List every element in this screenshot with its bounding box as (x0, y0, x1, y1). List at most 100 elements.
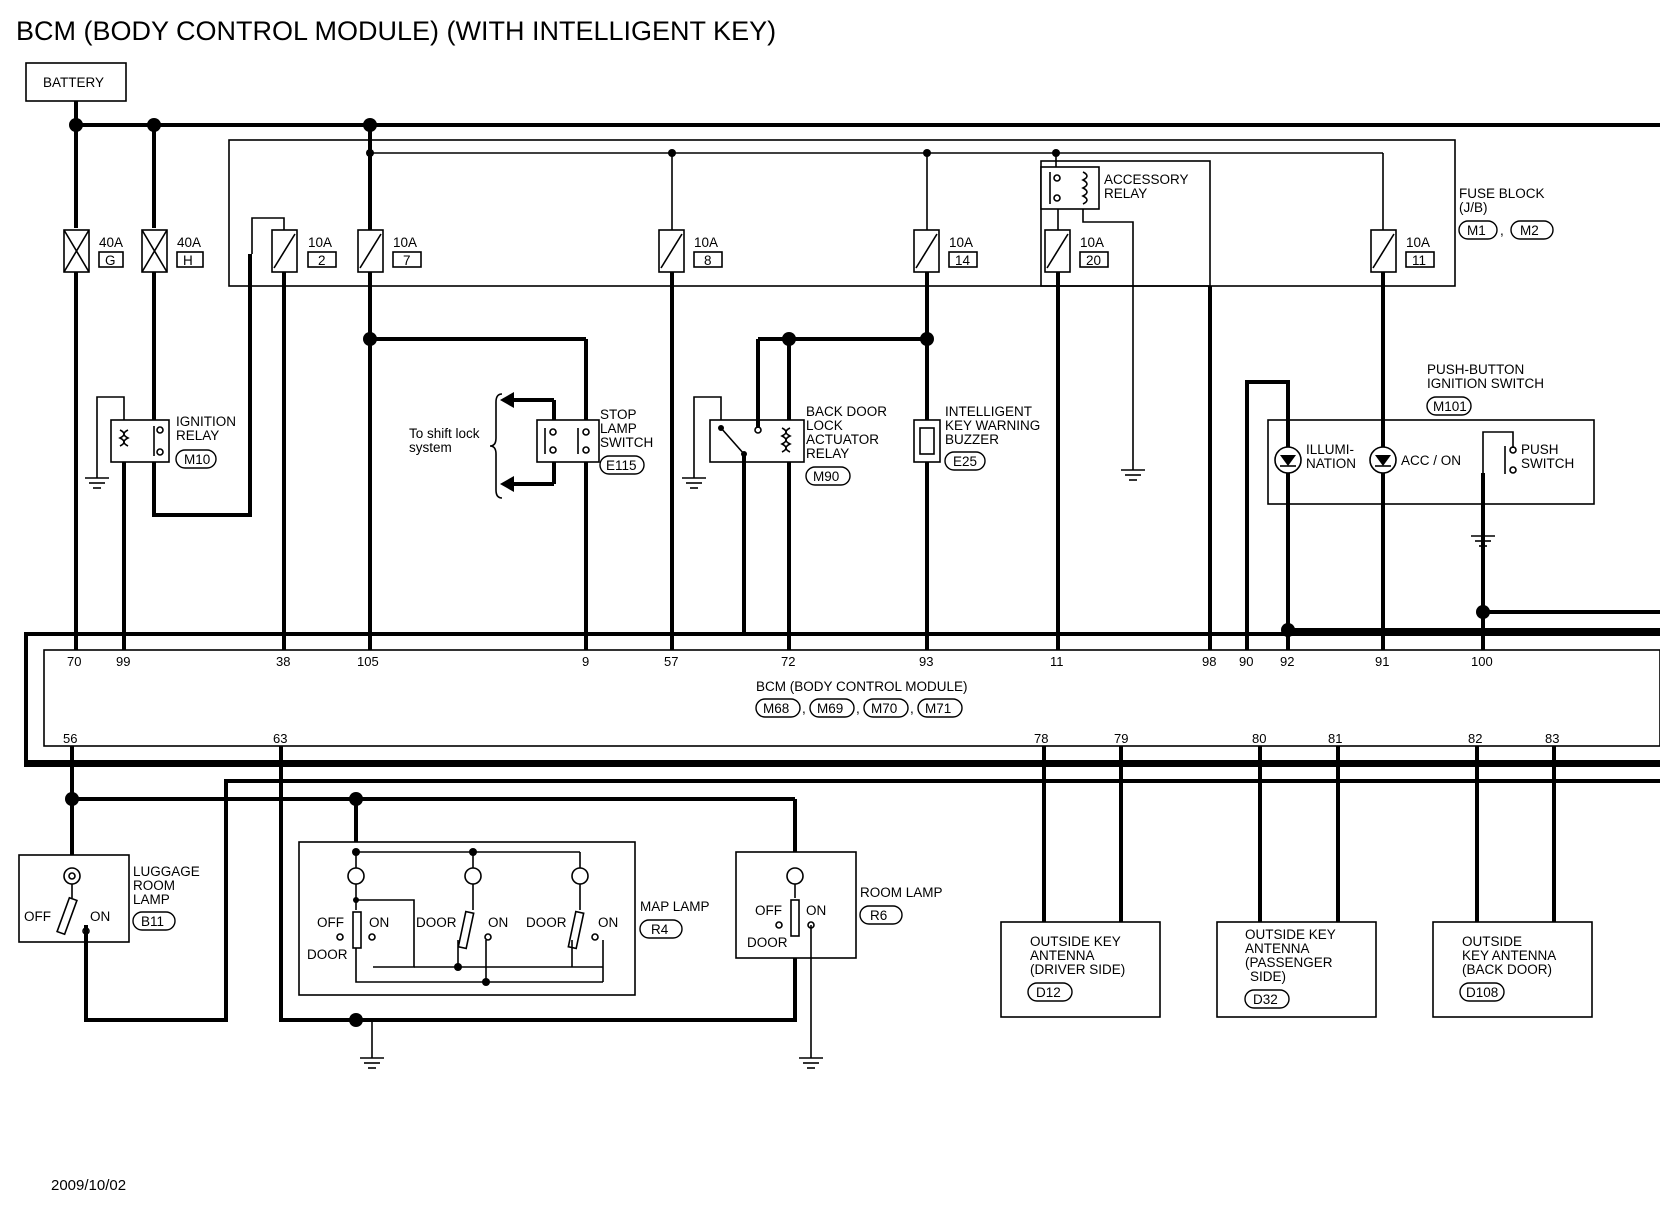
back-door-relay-label-2: LOCK (806, 418, 843, 433)
connector-m71 (917, 698, 963, 718)
connector-m2-label: M2 (1520, 223, 1539, 238)
antenna-passenger-box (1216, 921, 1377, 1018)
bcm-pin-72: 72 (781, 654, 795, 669)
room-lamp-off: OFF (755, 903, 782, 918)
back-door-relay-label-4: RELAY (806, 446, 849, 461)
bcm-pin-11: 11 (1050, 654, 1064, 669)
connector-m1 (1458, 220, 1498, 240)
connector-b11 (132, 911, 176, 931)
acc-on-label: ACC / ON (1401, 453, 1461, 468)
buzzer-label-3: BUZZER (945, 432, 999, 447)
fuse-block (228, 139, 1456, 287)
connector-m101 (1426, 396, 1472, 416)
bcm-pin-57: 57 (664, 654, 678, 669)
battery-label: BATTERY (43, 75, 104, 90)
shift-lock-label: To shift lock (409, 426, 480, 441)
map-lamp (298, 841, 636, 996)
map-lamp-on-3: ON (598, 915, 618, 930)
antenna-passenger-label-2: ANTENNA (1245, 941, 1310, 956)
bcm-pin-70: 70 (67, 654, 81, 669)
fuse-h-id: H (183, 253, 193, 268)
illumination-label-2: NATION (1306, 456, 1356, 471)
back-door-relay-label-3: ACTUATOR (806, 432, 879, 447)
battery-box (25, 62, 127, 102)
fuse-8-tag (693, 251, 723, 268)
connector-m71-label: M71 (925, 701, 951, 716)
connector-m69 (809, 698, 855, 718)
connector-m70 (863, 698, 909, 718)
fuse-g (63, 125, 90, 273)
fuse-g-id: G (105, 253, 116, 268)
bcm-pin-93: 93 (919, 654, 933, 669)
push-button-switch (1245, 380, 1660, 650)
connector-r4 (639, 919, 683, 939)
connector-d108-label: D108 (1466, 985, 1498, 1000)
fuse-block-separator: , (1500, 223, 1504, 238)
map-lamp-off: OFF (317, 915, 344, 930)
fuse-14-id: 14 (955, 253, 971, 268)
map-lamp-label: MAP LAMP (640, 899, 710, 914)
fuse-8-id: 8 (704, 253, 712, 268)
stop-lamp-label-2: LAMP (600, 421, 637, 436)
antenna-back-label-2: KEY ANTENNA (1462, 948, 1556, 963)
bcm-sep-1: , (802, 701, 806, 716)
fuse-14-rating: 10A (949, 235, 973, 250)
connector-m70-label: M70 (871, 701, 897, 716)
bcm-pin-79: 79 (1114, 731, 1128, 746)
ignition-relay-label: IGNITION (176, 414, 236, 429)
bcm-pin-56: 56 (63, 731, 77, 746)
connector-e115-label: E115 (606, 458, 637, 473)
bcm-pin-9: 9 (582, 654, 589, 669)
map-lamp-door-3: DOOR (526, 915, 567, 930)
fuse-11-tag (1405, 251, 1435, 268)
room-lamp (735, 851, 857, 1069)
antenna-back-box (1432, 921, 1593, 1018)
room-lamp-label: ROOM LAMP (860, 885, 943, 900)
ignition-relay (85, 254, 252, 650)
stop-lamp-label-3: SWITCH (600, 435, 653, 450)
connector-m101-label: M101 (1433, 399, 1467, 414)
antenna-wires (1042, 746, 1556, 922)
accessory-relay (1040, 160, 1211, 481)
connector-m90-label: M90 (813, 469, 839, 484)
fuse-h (141, 125, 168, 273)
connector-m68 (755, 698, 801, 718)
illumination-label: ILLUMI- (1306, 442, 1354, 457)
fuse-20-tag (1079, 251, 1109, 268)
connector-r6 (859, 905, 903, 925)
connector-e115 (599, 455, 645, 475)
fuse-g-tag (98, 251, 124, 268)
antenna-passenger-label-4: SIDE) (1250, 969, 1286, 984)
fuse-7 (357, 125, 384, 273)
connector-d12-label: D12 (1036, 985, 1061, 1000)
fuse-7-id: 7 (403, 253, 411, 268)
connector-b11-label: B11 (141, 914, 164, 929)
antenna-passenger-label-3: (PASSENGER (1245, 955, 1333, 970)
push-button-label-2: IGNITION SWITCH (1427, 376, 1544, 391)
fuse-11-id: 11 (1412, 253, 1426, 268)
diagram-date: 2009/10/02 (51, 1177, 126, 1194)
bcm-sep-2: , (856, 701, 860, 716)
room-lamp-door: DOOR (747, 935, 788, 950)
bcm-pin-63: 63 (273, 731, 287, 746)
fuse-h-rating: 40A (177, 235, 201, 250)
luggage-lamp-off: OFF (24, 909, 51, 924)
ignition-relay-label-2: RELAY (176, 428, 219, 443)
fuse-8 (658, 229, 685, 273)
fuse-7-tag (392, 251, 422, 268)
bcm-module (26, 632, 1660, 764)
antenna-driver-box (1000, 921, 1161, 1018)
connector-e25-label: E25 (953, 454, 977, 469)
antenna-back-label: OUTSIDE (1462, 934, 1522, 949)
fuse-2-rating: 10A (308, 235, 332, 250)
fuse-block-label: FUSE BLOCK (1459, 186, 1545, 201)
luggage-lamp-label: LUGGAGE (133, 864, 200, 879)
shift-lock-label-2: system (409, 440, 452, 455)
antenna-back-label-3: (BACK DOOR) (1462, 962, 1552, 977)
connector-m68-label: M68 (763, 701, 789, 716)
bcm-pin-105: 105 (357, 654, 379, 669)
connector-m90 (805, 466, 851, 486)
fuse-block-internal-bus (366, 149, 1384, 230)
luggage-lamp-label-3: LAMP (133, 892, 170, 907)
